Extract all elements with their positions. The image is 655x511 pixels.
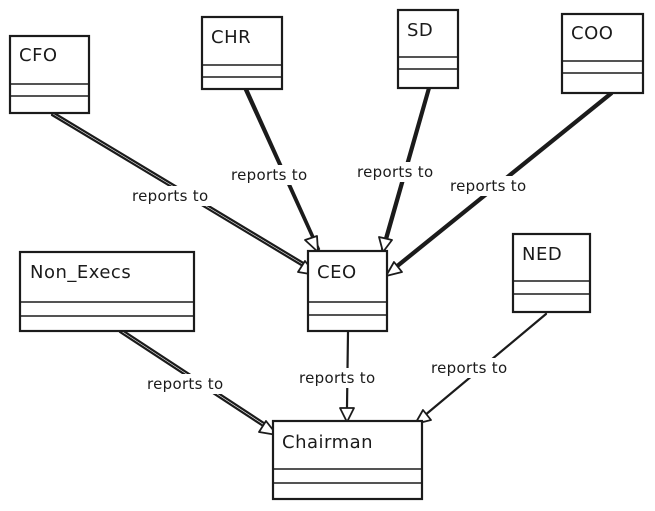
class-name-chr: CHR bbox=[211, 27, 251, 48]
edge-chr-to-ceo-label: reports to bbox=[231, 166, 307, 184]
class-name-ceo: CEO bbox=[317, 262, 357, 283]
class-box-chr: CHR bbox=[200, 15, 284, 91]
edge-ceo-to-chairman: reports to bbox=[297, 330, 397, 423]
edge-ned-to-chairman: reports to bbox=[414, 312, 548, 425]
edge-sd-to-ceo: reports to bbox=[355, 86, 453, 253]
edge-ceo-to-chairman-arrowhead bbox=[339, 407, 355, 423]
edge-non-execs-to-chairman: reports to bbox=[118, 328, 278, 436]
edge-sd-to-ceo-label: reports to bbox=[357, 163, 433, 181]
edge-chr-to-ceo: reports to bbox=[229, 87, 327, 253]
class-box-chairman: Chairman bbox=[271, 419, 424, 501]
edge-sd-to-ceo-arrowhead bbox=[378, 236, 393, 253]
class-box-cfo: CFO bbox=[8, 34, 91, 115]
class-box-non-execs: Non_Execs bbox=[18, 250, 196, 333]
class-box-coo: COO bbox=[560, 12, 645, 95]
edge-non-execs-to-chairman-label: reports to bbox=[147, 375, 223, 393]
edge-coo-to-ceo: reports to bbox=[385, 91, 614, 277]
class-name-chairman: Chairman bbox=[282, 432, 373, 453]
edge-chr-to-ceo-arrowhead bbox=[304, 235, 319, 253]
class-name-coo: COO bbox=[571, 23, 613, 44]
class-box-ned: NED bbox=[511, 232, 592, 314]
edge-coo-to-ceo-label: reports to bbox=[450, 177, 526, 195]
class-box-ceo: CEO bbox=[306, 249, 389, 333]
class-name-non-execs: Non_Execs bbox=[30, 262, 131, 283]
edge-cfo-to-ceo-label: reports to bbox=[132, 187, 208, 205]
edge-ceo-to-chairman-label: reports to bbox=[299, 369, 375, 387]
edge-cfo-to-ceo: reports to bbox=[50, 111, 317, 276]
class-name-sd: SD bbox=[407, 20, 433, 41]
class-name-cfo: CFO bbox=[19, 45, 58, 66]
class-box-sd: SD bbox=[396, 8, 460, 90]
edge-ned-to-chairman-label: reports to bbox=[431, 359, 507, 377]
edge-coo-to-ceo-arrowhead bbox=[385, 261, 403, 277]
class-name-ned: NED bbox=[522, 244, 562, 265]
